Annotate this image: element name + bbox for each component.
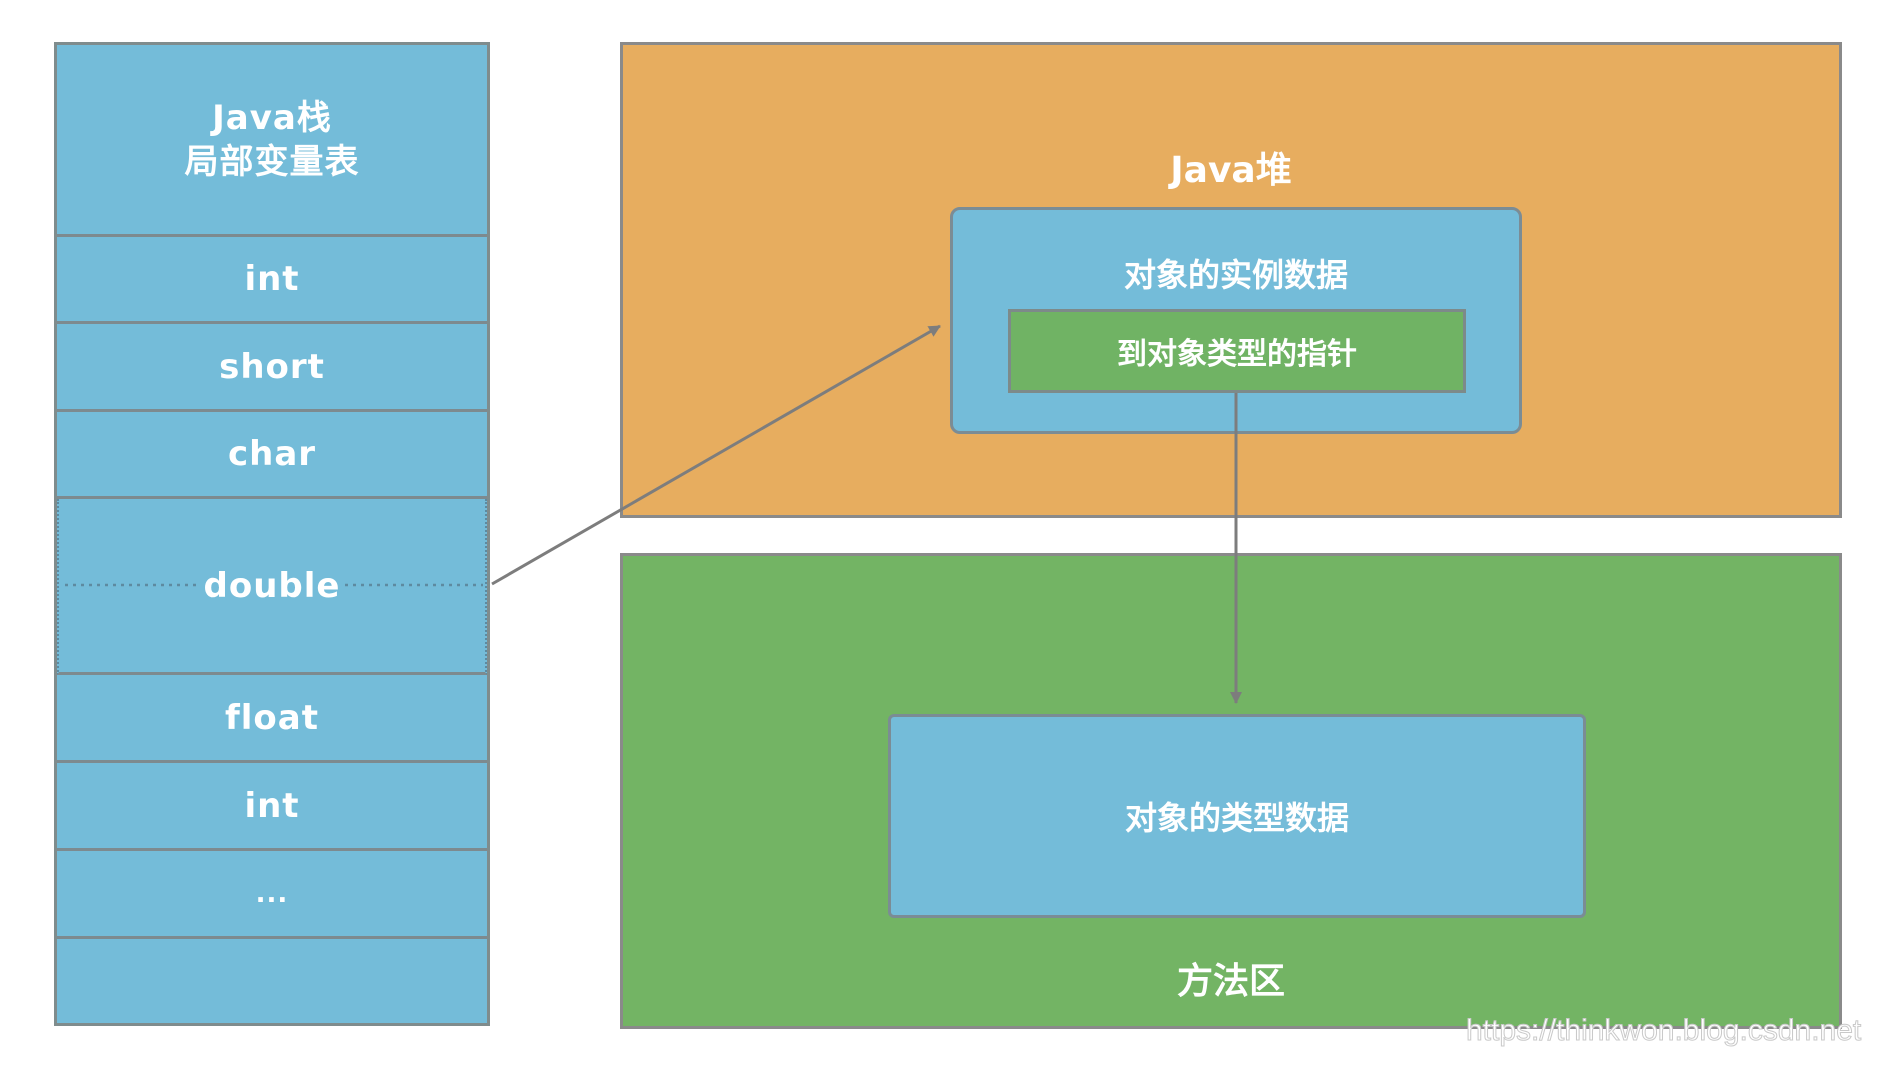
watermark: https://thinkwon.blog.csdn.net [1465, 1014, 1862, 1048]
stack-title: Java栈 局部变量表 [57, 45, 487, 237]
reference-arrow [491, 324, 941, 586]
stack-cell-int-2: int [57, 763, 487, 851]
java-stack-local-variable-table: Java栈 局部变量表 int short char double float … [54, 42, 490, 1026]
method-area-title: 方法区 [1176, 961, 1285, 1002]
object-instance-data-title: 对象的实例数据 [1123, 256, 1348, 294]
stack-cell-int: int [57, 237, 487, 324]
stack-cell-short: short [57, 324, 487, 412]
stack-cell-double: double [57, 499, 487, 675]
stack-cell-float: float [57, 675, 487, 763]
stack-cell-ellipsis: ... [57, 851, 487, 939]
stack-title-line2: 局部变量表 [184, 141, 360, 182]
object-type-data: 对象的类型数据 [888, 714, 1586, 918]
stack-cell-char: char [57, 412, 487, 499]
pointer-to-object-type: 到对象类型的指针 [1008, 309, 1466, 393]
stack-title-line1: Java栈 [212, 97, 332, 138]
stack-cell-double-label: double [199, 565, 345, 606]
java-heap-title: Java堆 [1170, 150, 1292, 191]
